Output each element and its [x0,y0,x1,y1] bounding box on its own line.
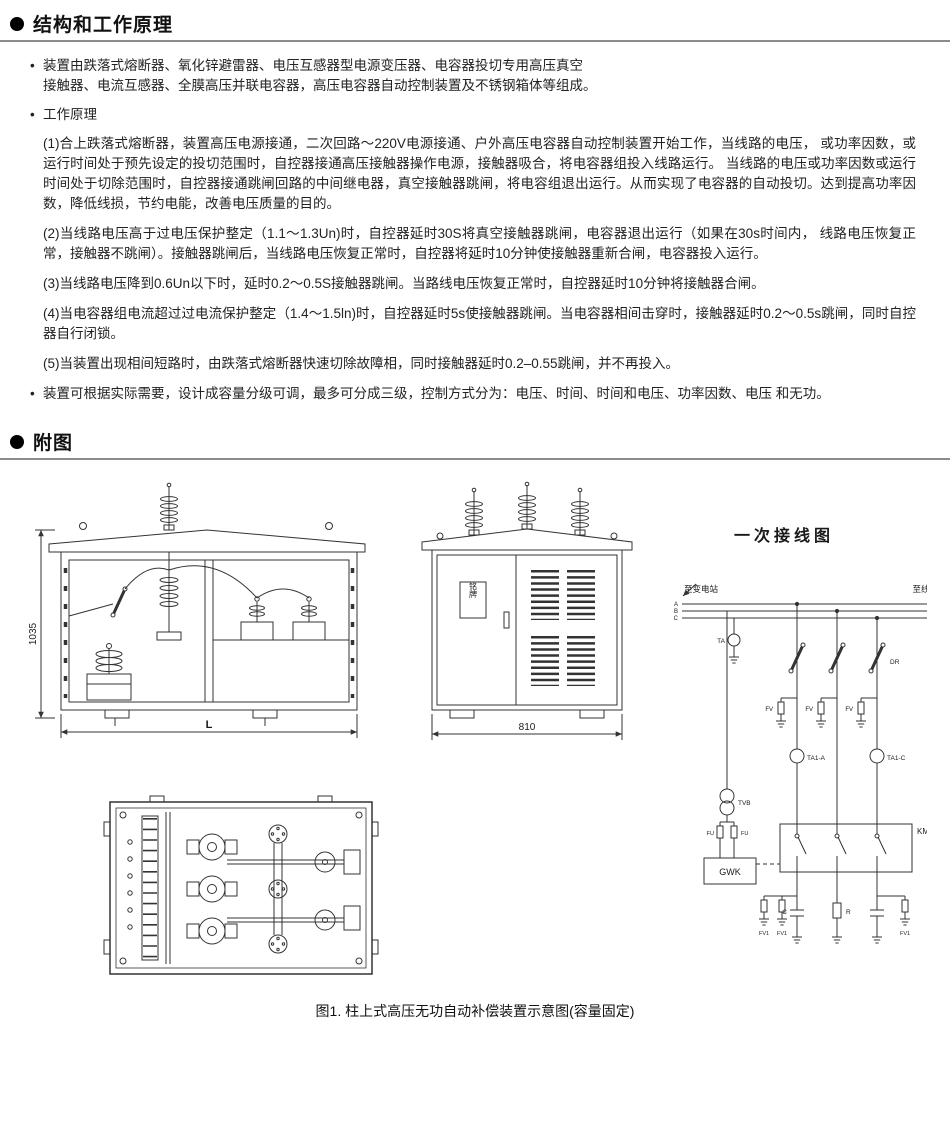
figure-area: 1035 L 铭牌 810 一次接线图 A B C 至变 [0,466,950,991]
component-list-paragraph: • 装置由跌落式熔断器、氧化锌避雷器、电压互感器型电源变压器、电容器投切专用高压… [30,56,916,96]
front-view-length-dimension: L [206,719,213,731]
fv1-label: FV1 [900,931,910,937]
section-bullet-icon [10,434,24,449]
bullet-icon: • [30,58,35,73]
wiring-diagram: 一次接线图 A B C 至变电站 至线路末端 TA DR FV FV FV TA… [674,526,950,944]
section-header-structure: 结构和工作原理 [0,0,950,40]
km-label: KM [917,827,927,836]
capacity-note-paragraph: • 装置可根据实际需要，设计成容量分级可调，最多可分成三级，控制方式分为：电压、… [30,384,916,404]
c-label: C [782,909,787,916]
fu-label: FU [741,831,748,837]
wiring-title: 一次接线图 [734,526,834,545]
principle-title-paragraph: • 工作原理 [30,105,916,125]
component-list-line-2: 接触器、电流互感器、全膜高压并联电容器，高压电容器自动控制装置及不锈钢箱体等组成… [43,78,597,93]
fv-label: FV [845,707,853,713]
ta-label: TA [717,638,725,645]
section-bullet-icon [10,16,24,31]
ta1c-label: TA1-C [887,755,906,762]
fv1-label: FV1 [759,931,769,937]
section-title-structure: 结构和工作原理 [33,15,174,36]
principle-paragraph-5: (5)当装置出现相间短路时，由跌落式熔断器快速切除故障相，同时接触器延时0.2–… [43,356,680,371]
section-header-figures: 附图 [0,418,950,458]
structure-section-body: • 装置由跌落式熔断器、氧化锌避雷器、电压互感器型电源变压器、电容器投切专用高压… [0,42,950,404]
to-substation-label: 至变电站 [684,584,719,594]
gwk-label: GWK [719,867,741,877]
tvb-label: TVB [738,800,751,807]
section-rule [0,40,950,42]
figure-caption: 图1. 柱上式高压无功自动补偿装置示意图(容量固定) [315,1003,635,1019]
phase-c-label: C [674,616,679,622]
component-list-line-1: 装置由跌落式熔断器、氧化锌避雷器、电压互感器型电源变压器、电容器投切专用高压真空 [43,58,583,73]
bullet-icon: • [30,386,35,401]
fu-label: FU [707,831,714,837]
capacity-note: 装置可根据实际需要，设计成容量分级可调，最多可分成三级，控制方式分为：电压、时间… [43,386,830,401]
to-line-end-label: 至线路末端 [912,584,927,594]
principle-paragraph-2: (2)当线路电压高于过电压保护整定（1.1～1.3Un)时，自控器延时30S将真… [43,226,916,261]
principle-paragraph-4: (4)当电容器组电流超过过电流保护整定（1.4～1.5ln)时，自控器延时5s使… [43,306,916,341]
phase-b-label: B [674,609,678,615]
bullet-icon: • [30,107,35,122]
principle-title: 工作原理 [43,107,97,122]
front-view-drawing: 1035 L [28,482,366,738]
fv-label: FV [805,707,813,713]
section-title-figures: 附图 [33,433,74,454]
r-label: R [846,909,851,916]
fv1-label: FV1 [777,931,787,937]
nameplate-label: 铭牌 [469,581,478,599]
side-view-drawing: 铭牌 810 [421,481,633,740]
dr-label: DR [890,659,900,666]
side-view-width-dimension: 810 [519,722,536,733]
figures-section: 附图 [0,418,950,460]
principle-paragraph-1: (1)合上跌落式熔断器，装置高压电源接通，二次回路～220V电源接通、户外高压电… [43,136,916,211]
phase-a-label: A [674,602,678,608]
fv-label: FV [765,707,773,713]
ta1a-label: TA1-A [807,755,826,762]
front-view-height-dimension: 1035 [28,622,39,645]
section-rule [0,458,950,460]
principle-paragraph-3: (3)当线路电压降到0.6Un以下时，延时0.2～0.5S接触器跳闸。当路线电压… [43,276,765,291]
figure-drawings: 1035 L 铭牌 810 一次接线图 A B C 至变 [28,481,950,975]
top-view-drawing [103,795,379,975]
